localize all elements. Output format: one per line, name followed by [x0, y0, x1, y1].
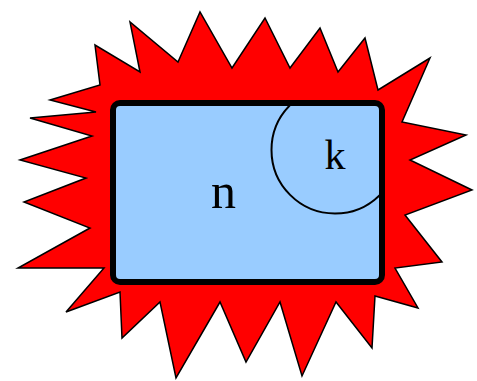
circle-line	[272, 100, 386, 214]
starburst-shape	[18, 12, 472, 378]
rounded-box: nk	[110, 100, 385, 285]
circle-region: k	[270, 100, 385, 215]
node-letter: n	[211, 166, 236, 216]
node-letter: k	[325, 134, 346, 176]
